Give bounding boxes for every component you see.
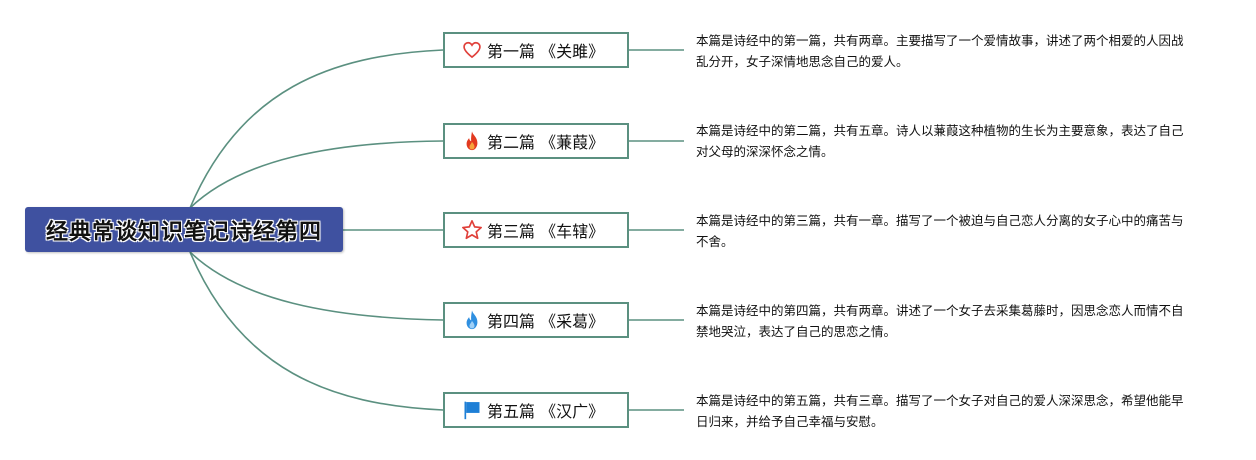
heart-outline-icon xyxy=(461,39,483,61)
connector-root-topic-4 xyxy=(189,251,444,321)
fire-icon xyxy=(461,130,483,152)
topic-2-description: 本篇是诗经中的第二篇，共有五章。诗人以蒹葭这种植物的生长为主要意象，表达了自己对… xyxy=(696,123,1184,159)
topic-4-description: 本篇是诗经中的第四篇，共有两章。讲述了一个女子去采集葛藤时，因思念恋人而情不自禁… xyxy=(696,303,1184,339)
topic-4-label: 第四篇 《采葛》 xyxy=(487,312,605,331)
connector-root-topic-2 xyxy=(189,140,444,209)
connector-root-topic-1 xyxy=(189,49,444,209)
topic-5[interactable]: 第五篇 《汉广》 xyxy=(443,392,629,428)
flag-icon xyxy=(461,399,483,421)
topic-4[interactable]: 第四篇 《采葛》 xyxy=(443,302,629,338)
topic-3-description: 本篇是诗经中的第三篇，共有一章。描写了一个被迫与自己恋人分离的女子心中的痛苦与不… xyxy=(696,213,1184,249)
topic-3[interactable]: 第三篇 《车辖》 xyxy=(443,212,629,248)
topic-2[interactable]: 第二篇 《蒹葭》 xyxy=(443,123,629,159)
root-title: 经典常谈知识笔记诗经第四 xyxy=(45,219,322,245)
blue-flame-icon xyxy=(461,309,483,331)
star-outline-icon xyxy=(461,219,483,241)
topic-5-label: 第五篇 《汉广》 xyxy=(487,402,605,421)
topic-1-label: 第一篇 《关雎》 xyxy=(487,42,605,61)
topic-1-description: 本篇是诗经中的第一篇，共有两章。主要描写了一个爱情故事，讲述了两个相爱的人因战乱… xyxy=(696,33,1184,69)
topic-5-description: 本篇是诗经中的第五篇，共有三章。描写了一个女子对自己的爱人深深思念，希望他能早日… xyxy=(696,393,1184,429)
connector-root-topic-5 xyxy=(189,251,444,411)
root-topic[interactable]: 经典常谈知识笔记诗经第四 xyxy=(25,207,343,252)
topic-2-label: 第二篇 《蒹葭》 xyxy=(487,133,605,152)
topic-3-label: 第三篇 《车辖》 xyxy=(487,222,605,241)
topic-1[interactable]: 第一篇 《关雎》 xyxy=(443,32,629,68)
